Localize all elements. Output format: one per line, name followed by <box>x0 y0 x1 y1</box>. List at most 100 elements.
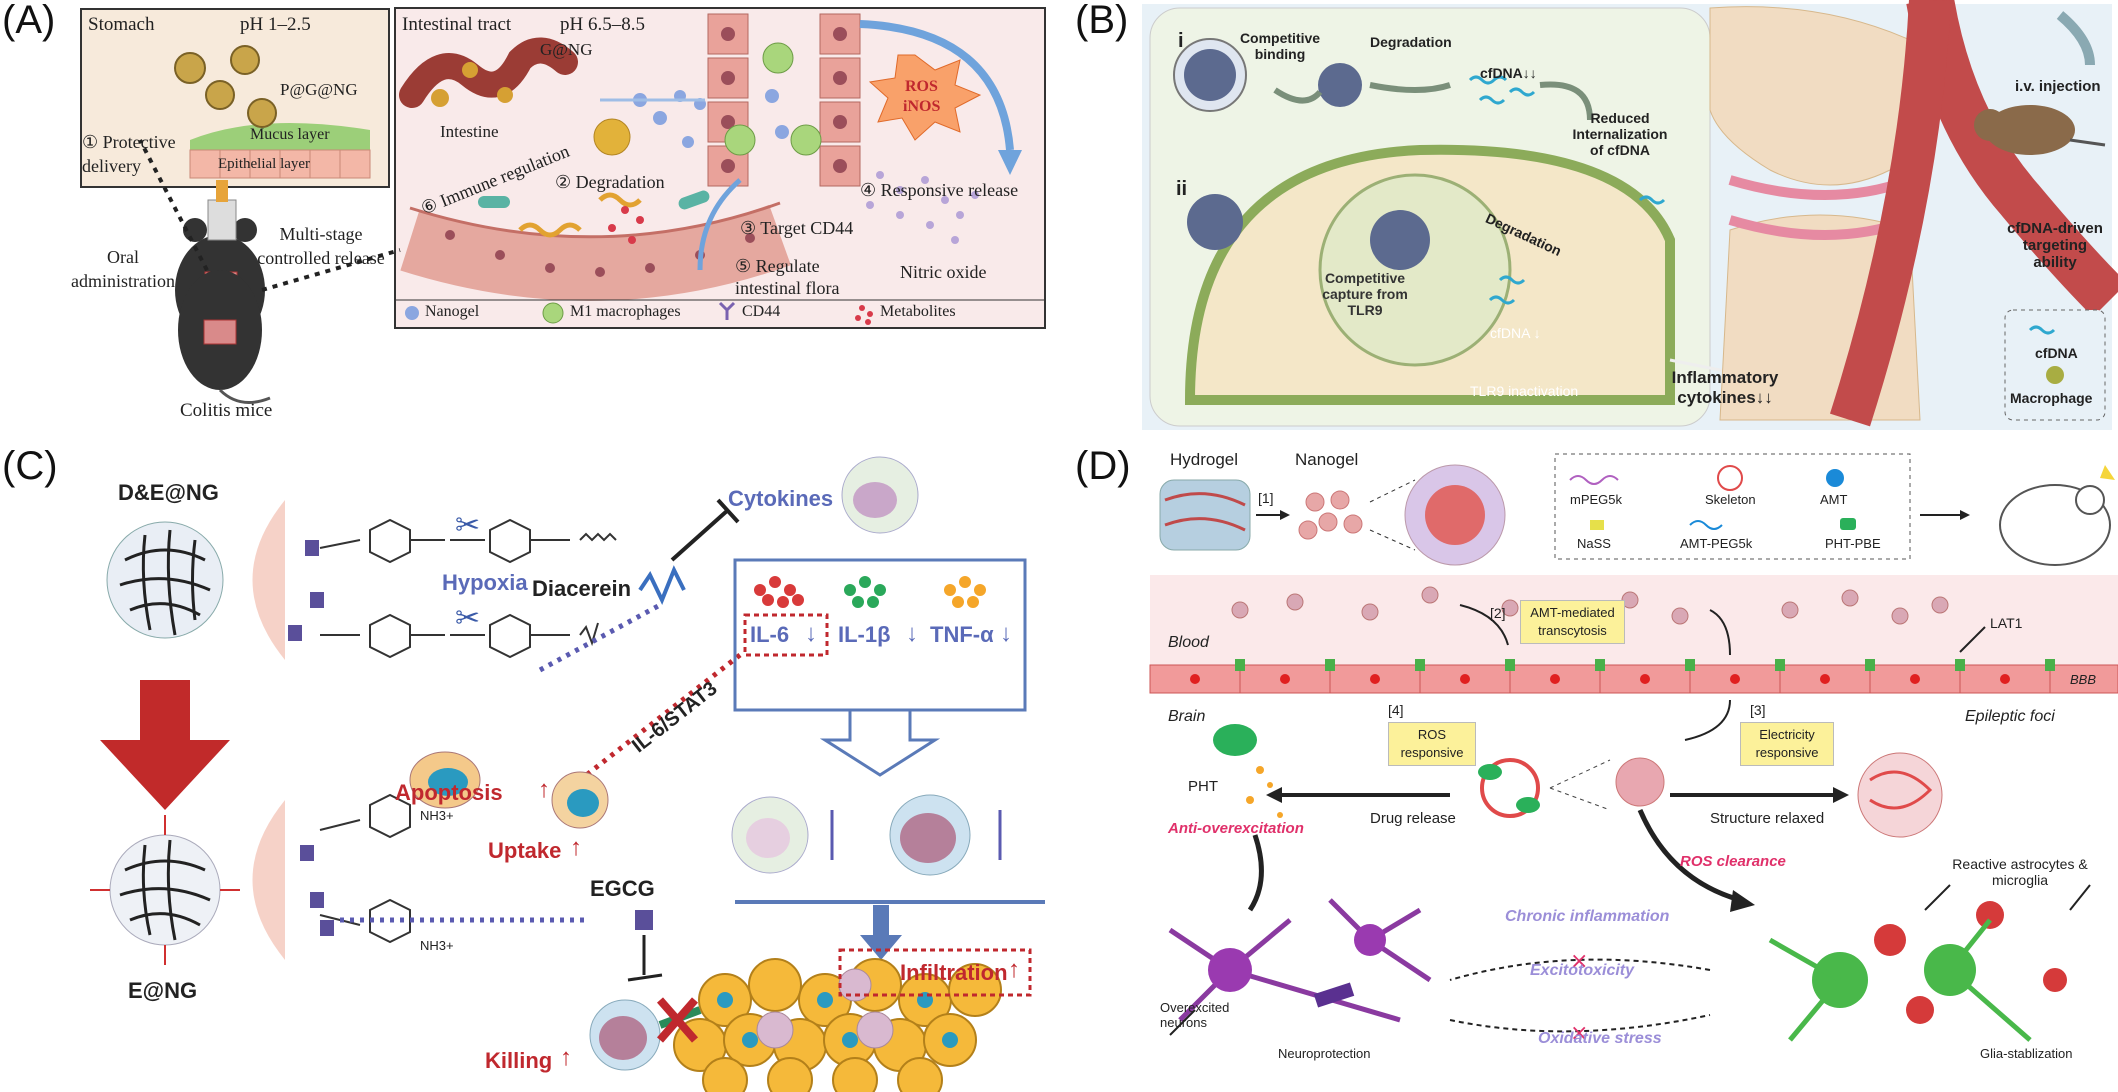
panel-d: (D) <box>1070 440 2118 1092</box>
legend-skeleton: Skeleton <box>1705 492 1756 507</box>
chronic-inflammation-label: Chronic inflammation <box>1505 908 1670 925</box>
competitive-capture-label: Competitive capture from TLR9 <box>1322 270 1408 318</box>
reduced-internalization-label: Reduced Internalization of cfDNA <box>1572 110 1668 158</box>
ros-clearance-label: ROS clearance <box>1680 853 1786 870</box>
svg-text:✂: ✂ <box>455 508 480 543</box>
legend-nanogel: Nanogel <box>425 303 480 320</box>
multistage-release-label: Multi-stage controlled release <box>257 224 385 268</box>
step1-label: [1] <box>1258 490 1274 506</box>
oral-administration-label: Oral administration <box>71 247 175 291</box>
panel-d-graphics: × × <box>1149 453 2118 1046</box>
electricity-responsive-box: Electricity responsive <box>1740 722 1834 766</box>
b-i-label: i <box>1178 30 1184 52</box>
legend-amt: AMT <box>1820 492 1848 507</box>
structure-relaxed-label: Structure relaxed <box>1710 810 1825 827</box>
il6-label: IL-6 <box>750 622 790 647</box>
epileptic-foci-label: Epileptic foci <box>1965 708 2055 725</box>
epithelial-layer-label: Epithelial layer <box>218 156 311 172</box>
legend-mpeg: mPEG5k <box>1570 492 1623 507</box>
legend-cfdna: cfDNA <box>2035 345 2078 361</box>
anti-overexcitation-label: Anti-overexcitation <box>1168 820 1304 837</box>
legend-amt-peg: AMT-PEG5k <box>1680 536 1753 551</box>
apoptosis-up-arrow: ↑ <box>538 776 550 803</box>
step4-label: [4] <box>1388 702 1404 718</box>
nh3-label-2: NH3+ <box>420 938 454 953</box>
gng-label: G@NG <box>540 40 593 59</box>
neuroprotection-label: Neuroprotection <box>1278 1046 1371 1061</box>
step4-responsive-release: ④ Responsive release <box>860 180 1019 200</box>
infiltration-label: Infiltration <box>900 960 1008 985</box>
glia-stabilization-label: Glia-stablization <box>1980 1046 2073 1061</box>
nitric-oxide-label: Nitric oxide <box>900 262 987 282</box>
intestinal-title: Intestinal tract <box>402 14 512 35</box>
killing-up-arrow: ↑ <box>560 1044 572 1071</box>
legend-m1-macrophages: M1 macrophages <box>570 303 681 320</box>
tnfa-down-arrow: ↓ <box>1000 620 1012 647</box>
ros-label: ROS <box>905 78 938 95</box>
dengel-label: D&E@NG <box>118 480 219 505</box>
panel-b-graphics <box>1142 0 2118 430</box>
panel-a-label: (A) <box>2 0 56 42</box>
legend-cd44: CD44 <box>742 303 781 320</box>
inflammatory-cytokines-label: Inflammatory cytokines↓↓ <box>1671 368 1779 407</box>
panel-c-graphics: ✂ ✂ <box>90 456 1045 1092</box>
mouse-body-graphics <box>178 270 271 404</box>
killing-label: Killing <box>485 1048 553 1073</box>
blood-label: Blood <box>1168 634 1209 651</box>
oxidative-stress-label: Oxidative stress <box>1538 1030 1662 1047</box>
b-ii-label: ii <box>1176 178 1188 200</box>
step3-target-cd44: ③ Target CD44 <box>740 218 854 238</box>
drug-release-label: Drug release <box>1370 810 1456 827</box>
competitive-binding-label: Competitive binding <box>1239 30 1321 62</box>
uptake-up-arrow: ↑ <box>570 834 582 861</box>
step3-label: [3] <box>1750 702 1766 718</box>
engel-label: E@NG <box>128 978 198 1003</box>
reactive-glia-label: Reactive astrocytes & microglia <box>1952 856 2088 888</box>
svg-text:×: × <box>1570 1021 1588 1046</box>
panel-c: (C) ✂ ✂ <box>0 440 1060 1092</box>
il1b-down-arrow: ↓ <box>906 620 918 647</box>
svg-text:✂: ✂ <box>455 601 480 636</box>
tnfa-label: TNF-α <box>930 622 994 647</box>
egcg-label: EGCG <box>590 876 655 901</box>
cfdna-1-label: cfDNA↓↓ <box>1480 65 1537 81</box>
hydrogel-label: Hydrogel <box>1170 450 1239 469</box>
nanogel-label: Nanogel <box>1295 450 1359 469</box>
inos-label: iNOS <box>903 98 941 115</box>
bbb-label: BBB <box>2070 672 2097 687</box>
uptake-label: Uptake <box>488 838 562 863</box>
step5-regulate-flora: ⑤ Regulate intestinal flora <box>735 256 840 298</box>
panel-b: (B) <box>1070 0 2118 432</box>
pht-label: PHT <box>1188 778 1218 795</box>
il6-down-arrow: ↓ <box>805 620 817 647</box>
intestine-label: Intestine <box>440 122 499 141</box>
targeting-ability-label: cfDNA-driven targeting ability <box>2007 220 2103 271</box>
panel-c-label: (C) <box>2 444 58 488</box>
svg-text:×: × <box>1570 949 1588 974</box>
amt-mediated-box: AMT-mediated transcytosis <box>1520 600 1625 644</box>
step1-protective-delivery: ① Protective delivery <box>82 132 176 176</box>
diacerein-label: Diacerein <box>532 576 632 601</box>
ros-responsive-box: ROS responsive <box>1388 722 1476 766</box>
intestinal-ph: pH 6.5–8.5 <box>560 14 645 35</box>
panel-d-label: (D) <box>1075 444 1131 488</box>
legend-nass: NaSS <box>1577 536 1611 551</box>
overexcited-neurons-label: Overexcited neurons <box>1160 1000 1230 1030</box>
stomach-ph: pH 1–2.5 <box>240 14 311 35</box>
colitis-mice-label: Colitis mice <box>180 400 273 421</box>
lat1-label: LAT1 <box>1990 615 2023 631</box>
step2-label: [2] <box>1490 605 1506 621</box>
iv-injection-label: i.v. injection <box>2015 78 2101 95</box>
il1b-label: IL-1β <box>838 622 891 647</box>
legend-metabolites: Metabolites <box>880 303 956 320</box>
panel-b-label: (B) <box>1075 0 1129 42</box>
tlr9-inactivation-label: TLR9 inactivation <box>1470 383 1579 399</box>
legend-pht-pbe: PHT-PBE <box>1825 536 1881 551</box>
degradation-1-label: Degradation <box>1370 34 1452 50</box>
legend-macrophage: Macrophage <box>2010 390 2093 406</box>
nh3-label-1: NH3+ <box>420 808 454 823</box>
stomach-particle-label: P@G@NG <box>280 80 358 99</box>
apoptosis-label: Apoptosis <box>395 780 503 805</box>
cfdna-2-label: cfDNA ↓ <box>1490 325 1541 341</box>
step2-degradation: ② Degradation <box>555 172 665 192</box>
